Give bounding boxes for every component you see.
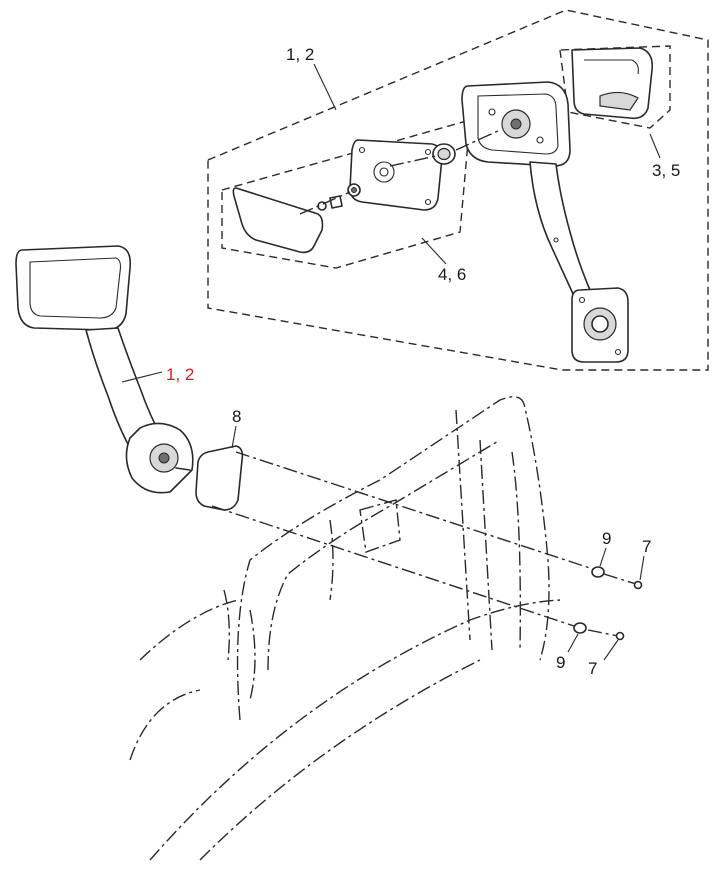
washer-part (573, 566, 605, 634)
backing-plate-part (349, 139, 443, 211)
mirror-arm-exploded (529, 161, 591, 297)
alignment-lines (211, 451, 637, 637)
callout-8: 8 (232, 407, 241, 426)
callout-7-upper: 7 (642, 537, 651, 556)
callout-1-2-top: 1, 2 (286, 45, 314, 64)
callout-9-lower: 9 (556, 653, 565, 672)
callout-labels: 1, 2 3, 5 4, 6 1, 2 8 9 7 9 7 (166, 45, 680, 678)
callout-3-5: 3, 5 (652, 161, 680, 180)
callout-1-2-main: 1, 2 (166, 365, 194, 384)
gasket-part (195, 445, 244, 511)
ring-gasket-part (389, 143, 456, 167)
callout-7-lower: 7 (588, 659, 597, 678)
leader-lines (121, 63, 661, 661)
mirror-glass-part (232, 187, 324, 254)
mirror-housing-exploded (455, 81, 571, 167)
nut-part (615, 580, 643, 641)
pivot-hardware (299, 183, 361, 215)
mirror-cover-part (571, 47, 654, 120)
mirror-assembly (15, 245, 194, 494)
callout-4-6: 4, 6 (438, 265, 466, 284)
arm-base-exploded (571, 287, 629, 363)
callout-9-upper: 9 (602, 529, 611, 548)
cab-outline (129, 396, 561, 861)
